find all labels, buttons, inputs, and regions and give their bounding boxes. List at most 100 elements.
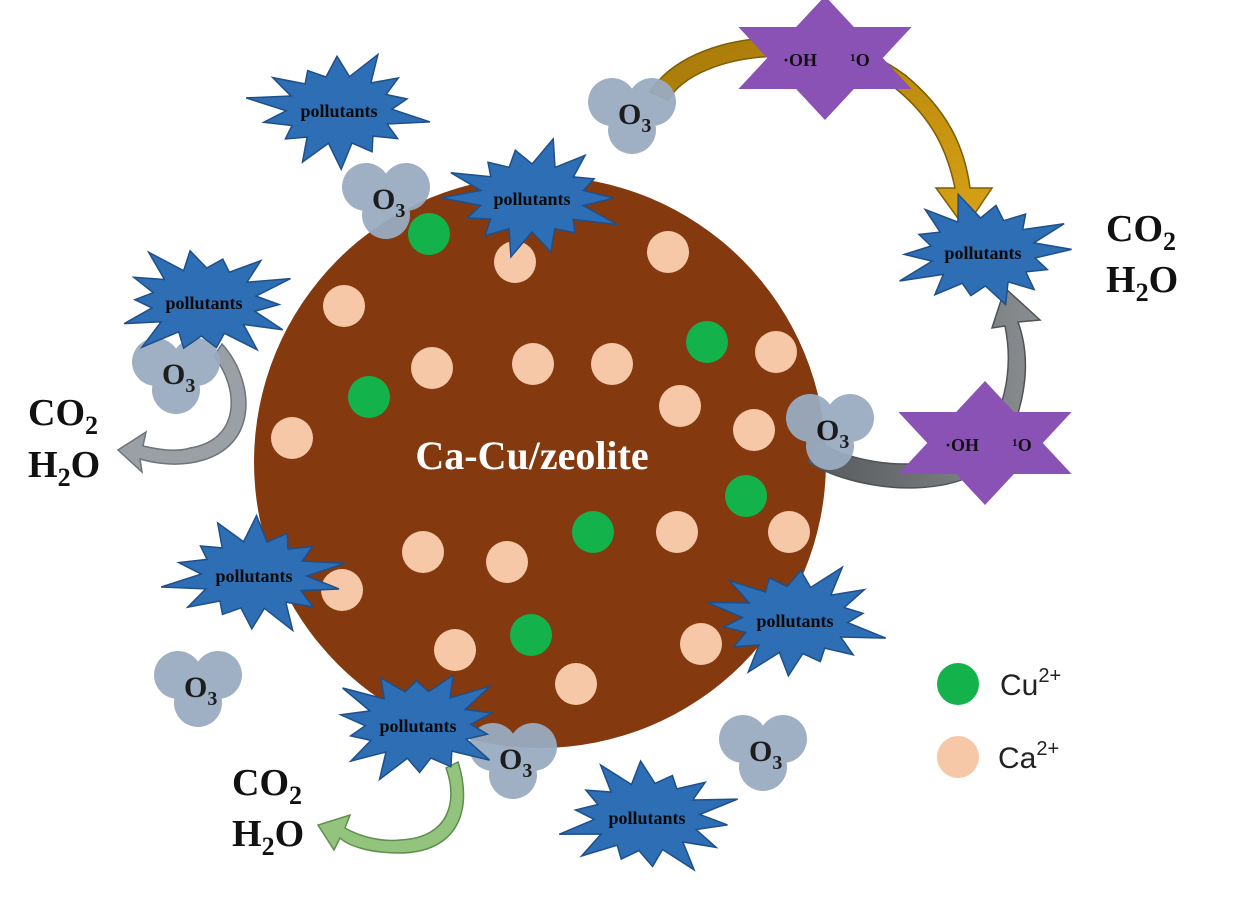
ion-dots: [271, 213, 810, 705]
ozone-molecule: O3: [588, 78, 676, 154]
product-group-bottom: CO2 H2O: [232, 762, 304, 861]
hydroxyl-radical-label: ·OH: [945, 435, 979, 455]
pollutant-shape: [899, 192, 1072, 307]
ozone-lobe: [174, 679, 222, 727]
ozone-lobe: [608, 106, 656, 154]
pollutant-shape: [123, 249, 291, 352]
legend-cu-charge: 2+: [1038, 665, 1061, 687]
pollutant-shape: [160, 513, 346, 633]
ca-ion-dot: [755, 331, 797, 373]
pollutant-label: pollutants: [608, 808, 685, 828]
h2o-tail: O: [1149, 259, 1179, 301]
cu-ion-dot: [348, 376, 390, 418]
gray-arrow-left: [116, 342, 247, 474]
svg-text:H2O: H2O: [1106, 259, 1178, 307]
pollutant-burst: pollutants: [337, 673, 495, 782]
star-triangle-down: [738, 27, 912, 120]
svg-text:Ca2+: Ca2+: [998, 738, 1059, 775]
pollutant-label: pollutants: [215, 566, 292, 586]
pollutant-burst: pollutants: [899, 192, 1072, 307]
co2-label: CO: [232, 762, 289, 804]
ozone-molecule: O3: [154, 651, 242, 727]
legend-ca-label: Ca: [998, 742, 1037, 775]
co2-label: CO: [1106, 208, 1163, 250]
cu-ion-dot: [572, 511, 614, 553]
svg-text:Cu2+: Cu2+: [1000, 665, 1061, 702]
ca-ion-dot: [402, 531, 444, 573]
ca-ion-dot: [434, 629, 476, 671]
pollutant-label: pollutants: [300, 101, 377, 121]
ozone-molecule: O3: [719, 715, 807, 791]
cu-ion-dot: [510, 614, 552, 656]
co2-subscript: 2: [1163, 227, 1176, 256]
ozone-molecule: O3: [342, 163, 430, 239]
h2o-tail: O: [71, 444, 101, 486]
ozone-lobe: [152, 366, 200, 414]
singlet-oxygen-label: ¹O: [1012, 435, 1031, 455]
pollutant-shape: [440, 136, 618, 259]
h2o-subscript: 2: [262, 832, 275, 861]
pollutant-burst: pollutants: [558, 759, 738, 872]
ca-ion-dot: [323, 285, 365, 327]
particle-label: Ca-Cu/zeolite: [415, 433, 648, 478]
radical-stars: ·OH ¹O ·OH ¹O: [738, 0, 1072, 505]
ca-ion-dot: [411, 347, 453, 389]
hydroxyl-radical-label: ·OH: [783, 50, 817, 70]
pollutant-burst: pollutants: [245, 52, 431, 172]
ozone-label: O3: [618, 98, 651, 137]
ca-ion-dot: [321, 569, 363, 611]
product-group-right: CO2 H2O: [1106, 208, 1178, 307]
legend-ca-swatch: [937, 736, 979, 778]
svg-text:CO2: CO2: [1106, 208, 1176, 256]
cu-ion-dot: [686, 321, 728, 363]
zeolite-particle: [254, 176, 826, 748]
legend-cu-swatch: [937, 663, 979, 705]
ozone-label: O3: [816, 414, 849, 453]
legend-cu-label: Cu: [1000, 669, 1038, 702]
co2-label: CO: [28, 392, 85, 434]
pollutant-shape: [337, 673, 495, 782]
ozone-label: O3: [372, 183, 405, 222]
cu-ion-dot: [725, 475, 767, 517]
h2o-tail: O: [275, 813, 305, 855]
singlet-oxygen-label: ¹O: [850, 50, 869, 70]
ozone-label: O3: [184, 671, 217, 710]
pollutant-burst: pollutants: [160, 513, 346, 633]
h2o-subscript: 2: [58, 463, 71, 492]
pollutant-burst: pollutants: [707, 565, 886, 678]
h2o-label: H: [1106, 259, 1136, 301]
ozone-lobe: [806, 422, 854, 470]
co2-subscript: 2: [289, 781, 302, 810]
ca-ion-dot: [768, 511, 810, 553]
ozone-molecule: O3: [786, 394, 874, 470]
ca-ion-dot: [555, 663, 597, 705]
ozone-label: O3: [499, 743, 532, 782]
ca-ion-dot: [659, 385, 701, 427]
ca-ion-dot: [680, 623, 722, 665]
green-arrow: [316, 760, 465, 854]
radical-star: ·OH ¹O: [898, 381, 1072, 505]
ca-ion-dot: [647, 231, 689, 273]
ozone-molecule: O3: [469, 723, 557, 799]
ozone-lobe: [739, 743, 787, 791]
ca-ion-dot: [271, 417, 313, 459]
ca-ion-dot: [512, 343, 554, 385]
svg-text:CO2: CO2: [28, 392, 98, 440]
pollutant-burst: pollutants: [123, 249, 291, 352]
h2o-subscript: 2: [1136, 278, 1149, 307]
ca-ion-dot: [486, 541, 528, 583]
pollutant-burst: pollutants: [440, 136, 618, 259]
ozone-label: O3: [162, 358, 195, 397]
svg-text:H2O: H2O: [28, 444, 100, 492]
ozone-molecule: O3: [132, 338, 220, 414]
legend: Cu2+ Ca2+: [937, 663, 1061, 778]
radical-star: ·OH ¹O: [738, 0, 912, 120]
svg-text:CO2: CO2: [232, 762, 302, 810]
h2o-label: H: [28, 444, 58, 486]
star-triangle-down: [898, 412, 1072, 505]
ca-ion-dot: [656, 511, 698, 553]
pollutant-label: pollutants: [379, 716, 456, 736]
pollutant-bursts: pollutants pollutants pollutants pollutants…: [123, 52, 1072, 872]
pollutant-shape: [245, 52, 431, 172]
